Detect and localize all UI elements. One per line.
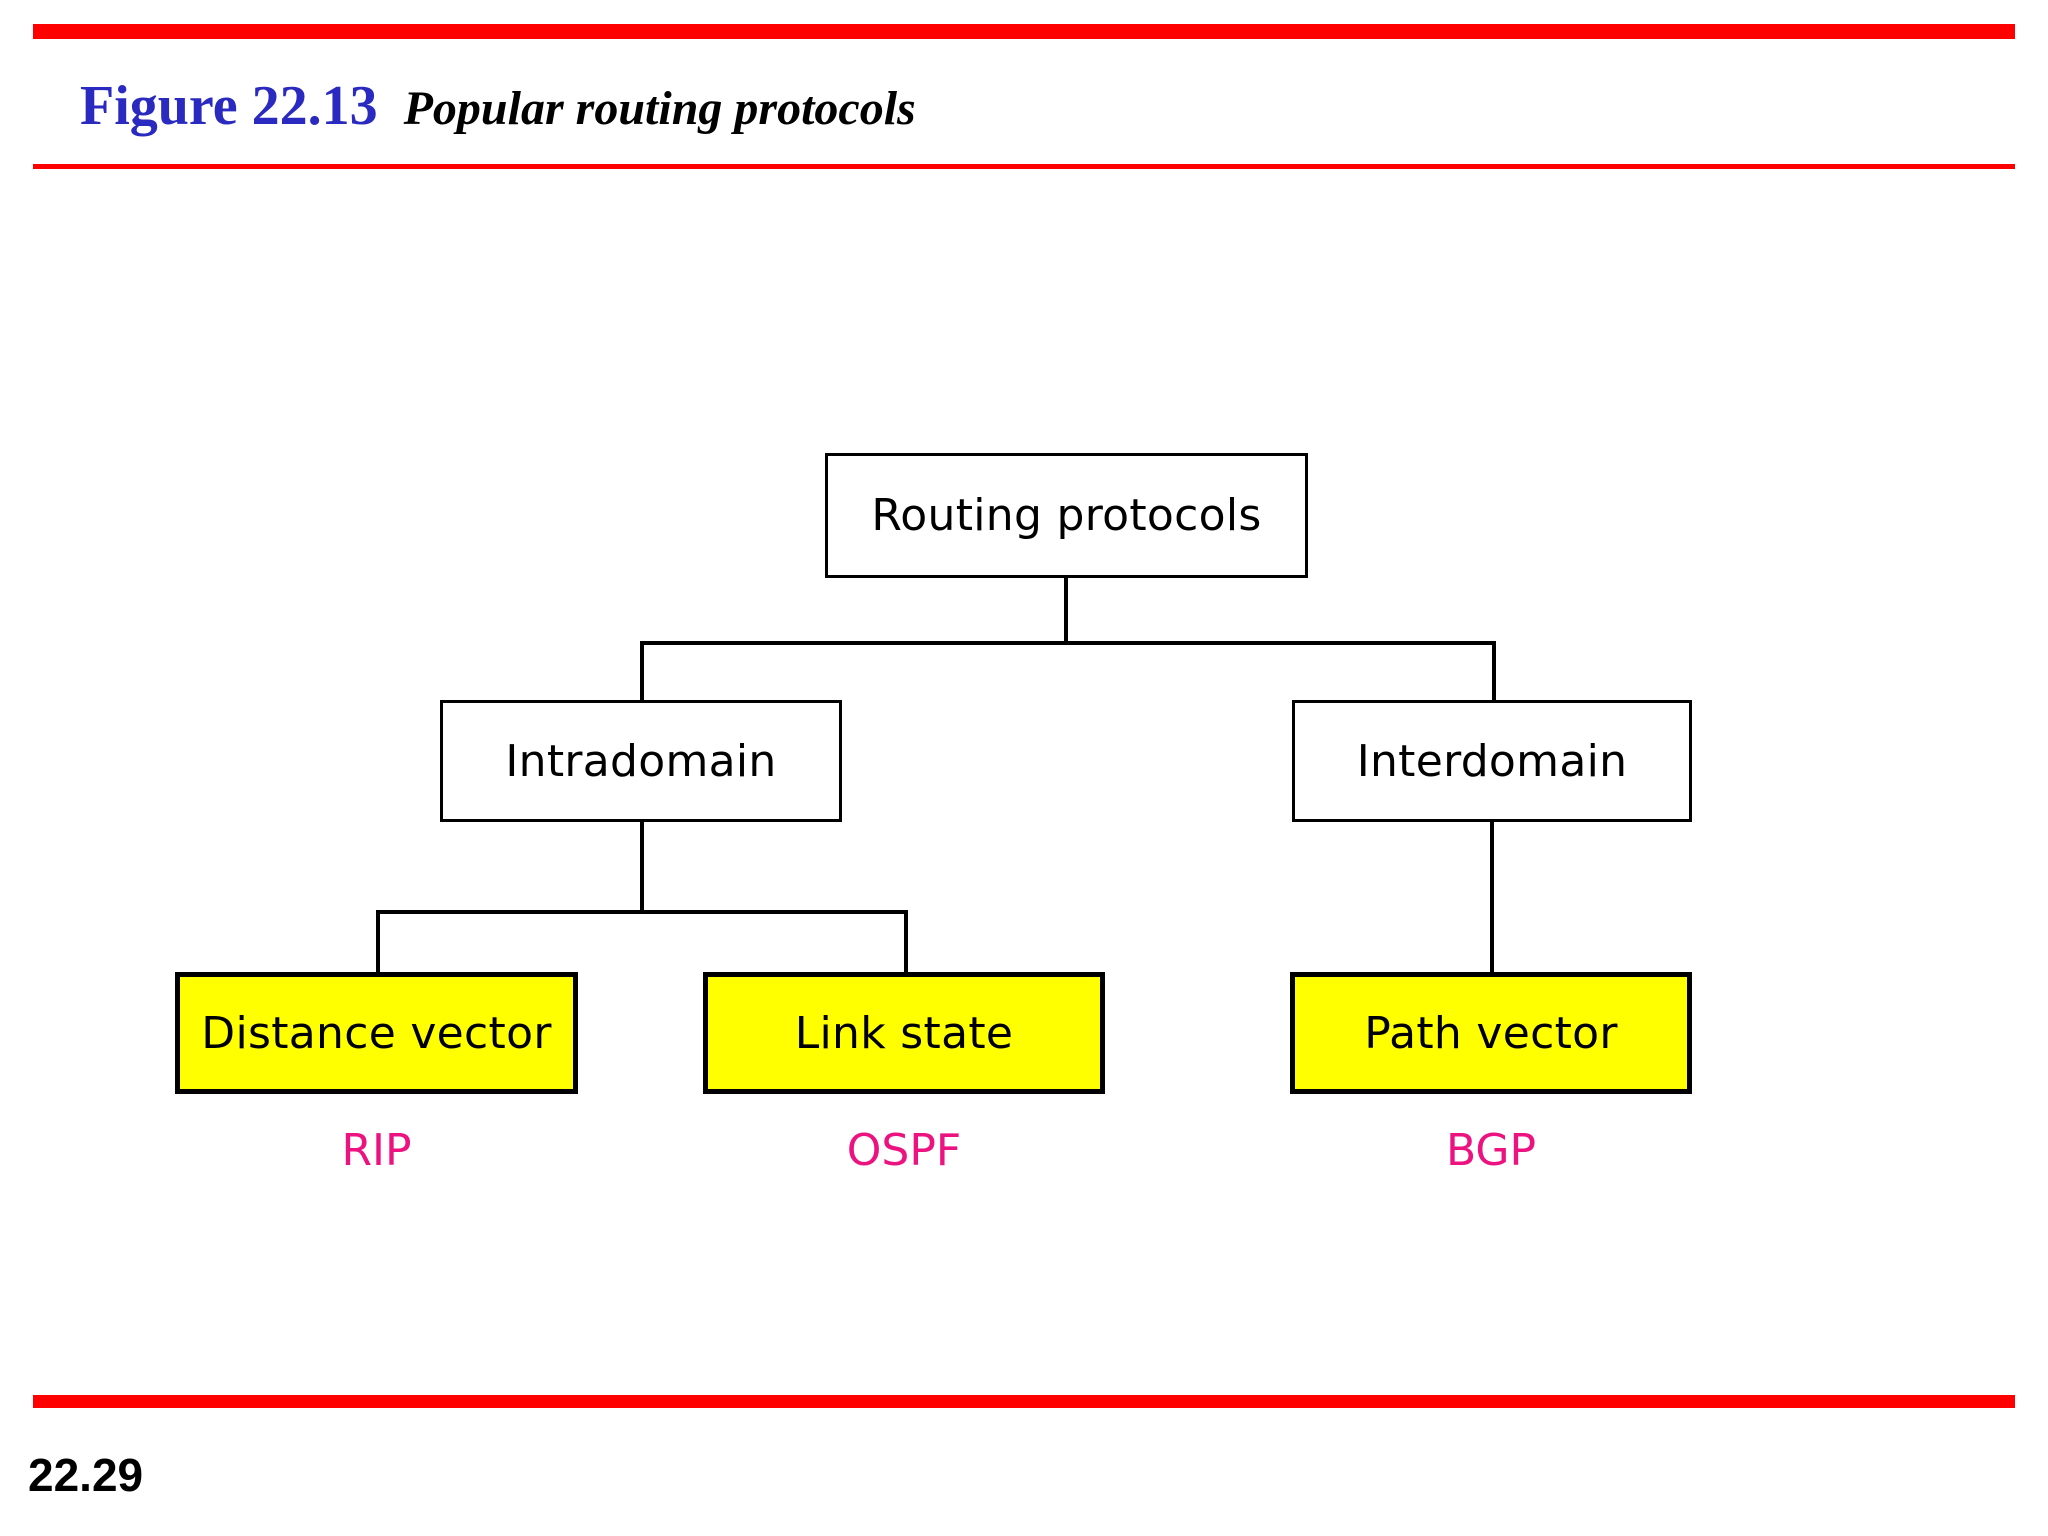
node-label: Routing protocols — [871, 490, 1262, 541]
node-routing-protocols[interactable]: Routing protocols — [825, 453, 1319, 589]
edge-to-path-vector — [1490, 822, 1494, 974]
edge-level1-bus — [640, 641, 1496, 645]
node-link-state[interactable]: Link state — [703, 972, 1114, 1103]
node-label: Intradomain — [505, 735, 777, 787]
figure-number: Figure 22.13 — [80, 75, 378, 137]
annotation-ospf: OSPF — [846, 1125, 962, 1176]
edge-root-stem — [1064, 578, 1068, 645]
annotation-rip: RIP — [341, 1125, 412, 1176]
figure-title: Figure 22.13 Popular routing protocols — [80, 74, 916, 138]
node-path-vector[interactable]: Path vector — [1290, 972, 1701, 1103]
top-red-rule — [33, 24, 2015, 39]
node-label: Path vector — [1364, 1007, 1618, 1059]
node-intradomain[interactable]: Intradomain — [440, 700, 853, 833]
node-distance-vector[interactable]: Distance vector — [175, 972, 587, 1103]
edge-level2-bus-intradomain — [376, 910, 908, 914]
edge-to-interdomain — [1492, 641, 1496, 702]
title-divider-rule — [33, 164, 2015, 169]
edge-to-link-state — [904, 910, 908, 974]
bottom-red-rule — [33, 1395, 2015, 1408]
edge-to-intradomain — [640, 641, 644, 702]
node-label: Link state — [794, 1007, 1014, 1059]
annotation-bgp: BGP — [1445, 1125, 1537, 1176]
node-label: Interdomain — [1356, 735, 1628, 787]
edge-to-distance-vector — [376, 910, 380, 974]
page-number: 22.29 — [28, 1449, 144, 1501]
figure-caption: Popular routing protocols — [403, 82, 916, 135]
node-label: Distance vector — [201, 1007, 552, 1059]
edge-intradomain-stem — [640, 822, 644, 914]
node-interdomain[interactable]: Interdomain — [1292, 700, 1703, 833]
